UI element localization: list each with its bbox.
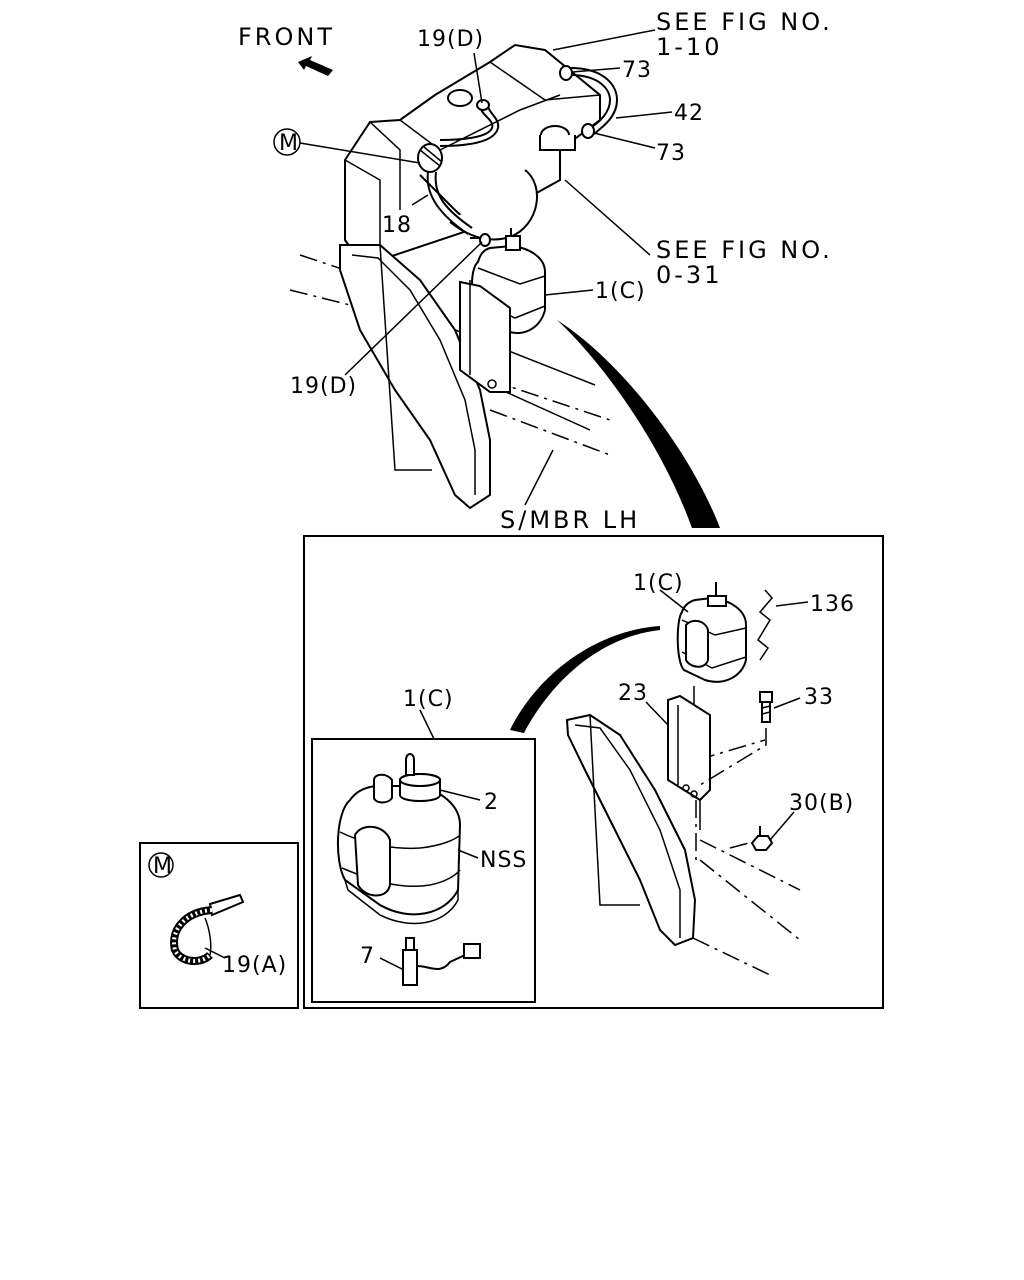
label-19d-top: 19(D)	[417, 27, 484, 52]
label-30b: 30(B)	[789, 791, 854, 816]
detail-side-member	[565, 713, 801, 976]
label-19a: 19(A)	[222, 953, 287, 978]
label-73-mid: 73	[656, 141, 686, 166]
top-leaders	[299, 29, 673, 506]
detail-nut-30b	[750, 826, 774, 851]
label-m-box: M	[153, 854, 173, 879]
detail-clip-136	[757, 589, 773, 661]
label-19d-left: 19(D)	[290, 374, 357, 399]
pointer-arrow	[557, 320, 720, 528]
detail-box	[303, 535, 884, 1009]
label-42: 42	[674, 101, 704, 126]
label-nss: NSS	[480, 848, 527, 873]
detail-bracket	[667, 694, 711, 830]
detail-leaders	[645, 589, 809, 841]
label-see-fig-2-num: 0-31	[656, 261, 722, 289]
callout-m-top	[273, 128, 301, 156]
label-smbr-lh: S/MBR LH	[500, 506, 640, 534]
inset-tank-box	[311, 738, 536, 1003]
detail-curve-arrow	[510, 626, 660, 733]
label-see-fig-1-num: 1-10	[656, 33, 722, 61]
label-2: 2	[484, 790, 499, 815]
label-1c-detail: 1(C)	[633, 571, 684, 596]
label-7: 7	[360, 944, 375, 969]
label-m-top: M	[279, 131, 299, 156]
leader-19a	[204, 947, 226, 959]
label-23: 23	[618, 681, 648, 706]
label-136: 136	[810, 592, 855, 617]
inset-tank	[336, 753, 462, 925]
label-see-fig-1: SEE FIG NO.	[656, 8, 833, 36]
label-73-top: 73	[622, 58, 652, 83]
label-18: 18	[382, 213, 412, 238]
label-see-fig-2: SEE FIG NO.	[656, 236, 833, 264]
front-arrow-icon	[298, 56, 333, 76]
inset-sensor-7	[402, 937, 481, 986]
detail-tank	[676, 582, 747, 710]
label-1c-inset: 1(C)	[403, 687, 454, 712]
detail-bolt-33	[699, 691, 773, 786]
label-1c-main: 1(C)	[595, 279, 646, 304]
callout-m-box	[148, 852, 174, 878]
label-front: FRONT	[238, 23, 335, 51]
label-33: 33	[804, 685, 834, 710]
hose-clamp-icon	[170, 893, 245, 965]
engine-assembly	[289, 43, 619, 510]
inset-leader-1c	[419, 709, 435, 740]
inset-leaders	[379, 789, 481, 971]
clamp-m-box	[139, 842, 299, 1009]
